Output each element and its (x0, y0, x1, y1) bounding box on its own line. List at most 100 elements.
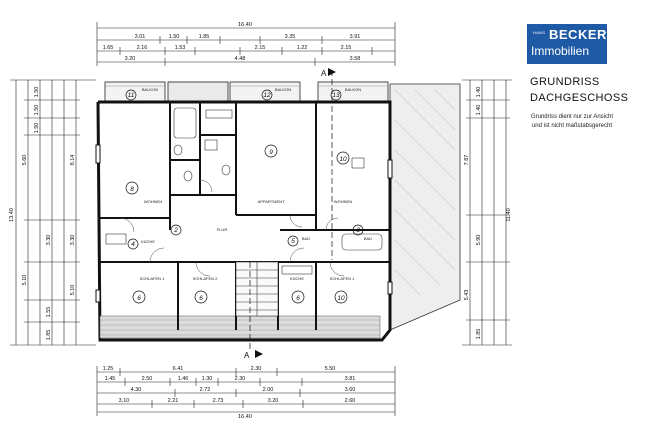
left-dim-1: 1.50 (34, 87, 40, 98)
logo-subtitle: Immobilien (531, 44, 590, 58)
room-number: 2 (173, 227, 178, 234)
left-dimension-chains (10, 79, 96, 346)
right-dim-2: 1.40 (476, 105, 482, 116)
bottom-dimension-chains (96, 366, 396, 416)
right-dim-5: 5.43 (464, 290, 470, 301)
room-label: APPARTMENT (258, 199, 286, 204)
plan-title: GRUNDRISS DACHGESCHOSS (530, 74, 628, 106)
room-number: 10 (339, 156, 347, 163)
plan-title-line2: DACHGESCHOSS (530, 92, 629, 104)
top-dimension-labels: 16.40 3.01 1.50 1.85 3.35 3.91 1.65 2.16… (103, 22, 361, 62)
left-dim-3: 1.50 (34, 123, 40, 134)
left-dimension-labels: 13.40 1.50 1.50 1.50 5.60 3.30 5.10 1.55… (9, 87, 76, 341)
room-numbers: 11 12 13 8 9 10 4 2 6 6 6 10 3 5 (128, 92, 361, 302)
bottom-dim-19: 2.60 (345, 398, 356, 404)
room-label: WOHNEN (144, 199, 162, 204)
bottom-dim-16: 2.21 (168, 398, 179, 404)
top-dim-12: 3.20 (125, 56, 136, 62)
room-label: SCHLAFEN 1 (140, 276, 165, 281)
room-number: 6 (137, 295, 141, 302)
bottom-dim-4: 5.50 (325, 366, 336, 372)
plan-title-line1: GRUNDRISS (530, 76, 600, 88)
top-dim-5: 3.91 (350, 34, 361, 40)
room-number: 9 (269, 149, 273, 156)
top-dim-14: 3.58 (350, 56, 361, 62)
room-label: FLUR (217, 227, 228, 232)
door-swings (119, 179, 345, 277)
section-arrows (255, 68, 336, 358)
room-number: 10 (337, 295, 345, 302)
left-dim-7: 1.55 (46, 307, 52, 318)
roof-slope-bands (99, 315, 381, 339)
room-label: SCHLAFEN 2 (193, 276, 218, 281)
room-number: 13 (332, 92, 340, 99)
roof-hatched-area (389, 83, 461, 331)
bottom-dim-9: 2.30 (235, 376, 246, 382)
top-dim-1: 3.01 (135, 34, 146, 40)
top-dim-7: 2.16 (137, 45, 148, 51)
company-logo: HANS BECKER Immobilien (527, 24, 607, 64)
right-dimension-labels: 11.40 1.40 1.40 7.87 5.90 5.43 1.85 (464, 87, 512, 340)
left-dim-4: 5.60 (22, 155, 28, 166)
windows (95, 144, 393, 303)
top-dim-3: 1.85 (199, 34, 210, 40)
bottom-dim-8: 1.30 (202, 376, 213, 382)
center-balcony-box (167, 81, 229, 103)
bottom-dim-5: 1.45 (105, 376, 116, 382)
bottom-dim-7: 1.46 (178, 376, 189, 382)
room-number: 5 (291, 238, 295, 245)
room-label: BALKON (275, 87, 291, 92)
room-number: 12 (263, 92, 271, 99)
room-labels: BALKON BALKON BALKON WOHNEN APPARTMENT W… (140, 87, 373, 281)
top-dim-2: 1.50 (169, 34, 180, 40)
bottom-dim-15: 3.10 (119, 398, 130, 404)
right-dim-4: 5.90 (476, 235, 482, 246)
room-label: BAD (364, 236, 372, 241)
bottom-dim-12: 2.72 (200, 387, 211, 393)
top-dim-10: 1.22 (297, 45, 308, 51)
room-label: BALKON (142, 87, 158, 92)
bottom-dim-1: 1.25 (103, 366, 114, 372)
top-dim-9: 2.15 (255, 45, 266, 51)
bottom-dimension-labels: 1.25 6.41 2.30 5.50 1.45 2.50 1.46 1.30 … (103, 366, 356, 420)
section-label-top: A (321, 69, 327, 78)
bottom-dim-13: 2.00 (263, 387, 274, 393)
left-dim-5: 3.30 (46, 235, 52, 246)
left-dim-8: 1.85 (46, 330, 52, 341)
room-number: 6 (296, 295, 300, 302)
room-label: WOHNEN (334, 199, 352, 204)
bottom-dim-11: 4.30 (131, 387, 142, 393)
bathroom-fixtures (173, 107, 383, 251)
top-dim-11: 2.15 (341, 45, 352, 51)
top-dim-8: 1.53 (175, 45, 186, 51)
left-total-dim: 13.40 (9, 208, 15, 222)
roof-slope-lines (100, 319, 380, 336)
left2-dim-1: 8.14 (70, 155, 76, 166)
right-total-dim: 11.40 (506, 208, 512, 221)
room-label: KÜCHE (290, 276, 304, 281)
logo-small-text: HANS (533, 30, 546, 35)
right-dimension-chains (462, 79, 512, 346)
room-number: 11 (128, 92, 135, 99)
bottom-dim-14: 3.60 (345, 387, 356, 393)
right-dim-6: 1.85 (476, 329, 482, 340)
room-number: 4 (131, 241, 135, 248)
left2-dim-3: 5.10 (70, 285, 76, 296)
disclaimer-note: Grundriss dient nur zur Ansicht und ist … (522, 113, 622, 131)
logo-brand: BECKER (549, 27, 607, 42)
right-dim-3: 7.87 (464, 155, 470, 166)
room-label: SCHLAFEN 1 (330, 276, 355, 281)
room-label: BAD (302, 236, 310, 241)
left2-dim-2: 3.30 (70, 235, 76, 246)
bottom-total-dim: 16.40 (238, 414, 252, 420)
section-label-bottom: A (244, 351, 250, 360)
top-total-dim: 16.40 (238, 22, 252, 28)
left-dim-2: 1.50 (34, 105, 40, 116)
room-number: 3 (356, 227, 360, 234)
bottom-dim-6: 2.50 (142, 376, 153, 382)
bottom-dim-3: 2.30 (251, 366, 262, 372)
top-dim-13: 4.48 (235, 56, 246, 62)
balconies (104, 81, 389, 103)
room-number-circles (125, 89, 364, 304)
